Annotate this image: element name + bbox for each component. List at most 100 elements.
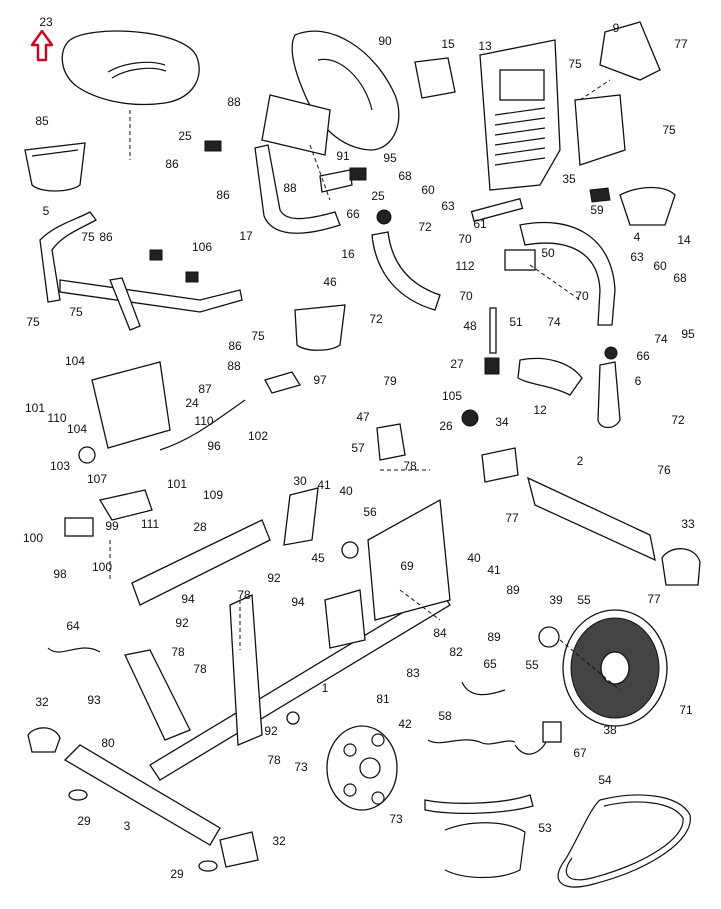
drive-pulley-part: [562, 609, 668, 727]
part-callout-48: 48: [463, 319, 477, 333]
part-callout-29: 29: [77, 814, 91, 828]
part-callout-50: 50: [541, 246, 555, 260]
part-callout-86: 86: [216, 188, 230, 202]
part-callout-78: 78: [171, 645, 185, 659]
part-callout-61: 61: [473, 217, 487, 231]
part-callout-86: 86: [99, 230, 113, 244]
part-callout-110: 110: [47, 411, 66, 425]
part-callout-89: 89: [506, 583, 520, 597]
part-callout-4: 4: [634, 230, 641, 244]
part-callout-84: 84: [433, 626, 447, 640]
endcap-part: [219, 831, 259, 868]
red-up-arrow-icon: [30, 29, 54, 62]
part-callout-34: 34: [495, 415, 509, 429]
part-callout-71: 71: [679, 703, 693, 717]
part-callout-109: 109: [203, 488, 223, 502]
part-callout-60: 60: [421, 183, 435, 197]
block-part: [64, 517, 94, 537]
part-callout-83: 83: [406, 666, 420, 680]
part-callout-92: 92: [267, 571, 281, 585]
part-callout-75: 75: [251, 329, 265, 343]
part-callout-68: 68: [673, 271, 687, 285]
part-callout-102: 102: [248, 429, 268, 443]
part-callout-68: 68: [398, 169, 412, 183]
main-frame-part: [149, 589, 451, 781]
nut-part: [78, 446, 96, 464]
pedal-strap-part: [264, 371, 302, 394]
part-callout-78: 78: [237, 588, 251, 602]
part-callout-78: 78: [193, 662, 207, 676]
bracket-part: [324, 589, 366, 649]
magnet-part: [538, 626, 560, 648]
rear-stabilizer-part: [527, 476, 656, 562]
console-bracket-part: [599, 21, 661, 81]
part-callout-77: 77: [505, 511, 519, 525]
part-callout-75: 75: [26, 315, 40, 329]
seat-back-part: [291, 30, 400, 151]
part-callout-74: 74: [654, 332, 668, 346]
part-callout-75: 75: [69, 305, 83, 319]
part-callout-86: 86: [228, 339, 242, 353]
main-frame-part: [229, 594, 263, 746]
spacer-part: [286, 711, 300, 725]
part-callout-59: 59: [590, 203, 604, 217]
part-callout-64: 64: [66, 619, 80, 633]
part-callout-106: 106: [192, 240, 212, 254]
part-callout-25: 25: [178, 129, 192, 143]
part-callout-92: 92: [175, 616, 189, 630]
part-callout-76: 76: [657, 463, 671, 477]
part-callout-41: 41: [317, 478, 331, 492]
part-callout-54: 54: [598, 773, 612, 787]
part-callout-90: 90: [378, 34, 392, 48]
part-callout-94: 94: [181, 592, 195, 606]
part-callout-112: 112: [455, 259, 474, 273]
part-callout-32: 32: [272, 834, 286, 848]
part-callout-80: 80: [101, 736, 115, 750]
part-callout-70: 70: [458, 232, 472, 246]
part-callout-73: 73: [294, 760, 308, 774]
endcap-part: [661, 548, 701, 586]
console-part: [479, 39, 561, 191]
part-callout-81: 81: [376, 692, 390, 706]
main-frame-part: [367, 498, 451, 621]
part-callout-9: 9: [613, 21, 620, 35]
part-callout-51: 51: [509, 315, 523, 329]
part-callout-99: 99: [105, 519, 119, 533]
part-callout-38: 38: [603, 723, 617, 737]
knob-part: [461, 409, 479, 427]
part-callout-97: 97: [313, 373, 327, 387]
pulse-sensor-part: [589, 187, 611, 203]
part-callout-79: 79: [383, 374, 397, 388]
part-callout-30: 30: [293, 474, 307, 488]
part-callout-47: 47: [356, 410, 370, 424]
rod-part: [489, 307, 497, 354]
cap-part: [149, 249, 163, 261]
part-callout-28: 28: [193, 520, 207, 534]
part-callout-86: 86: [165, 157, 179, 171]
console-base-part: [574, 94, 626, 166]
part-callout-91: 91: [336, 149, 350, 163]
part-callout-67: 67: [573, 746, 587, 760]
part-callout-3: 3: [124, 819, 131, 833]
part-callout-32: 32: [35, 695, 49, 709]
part-callout-72: 72: [418, 220, 432, 234]
part-callout-33: 33: [681, 517, 695, 531]
part-callout-40: 40: [339, 484, 353, 498]
part-callout-15: 15: [441, 37, 455, 51]
power-cord-part: [514, 739, 548, 755]
assembly-line: [109, 79, 621, 691]
part-callout-27: 27: [450, 357, 464, 371]
part-callout-92: 92: [264, 724, 278, 738]
foot-part: [68, 789, 88, 801]
part-callout-93: 93: [87, 693, 101, 707]
part-callout-75: 75: [662, 123, 676, 137]
wire-harness-part: [461, 681, 506, 696]
handlebar-part: [39, 211, 243, 331]
console-grip-part: [619, 186, 676, 226]
part-callout-63: 63: [441, 199, 455, 213]
endcap-part: [27, 727, 61, 753]
adapter-part: [542, 721, 562, 743]
part-callout-70: 70: [459, 289, 473, 303]
part-callout-88: 88: [227, 95, 241, 109]
